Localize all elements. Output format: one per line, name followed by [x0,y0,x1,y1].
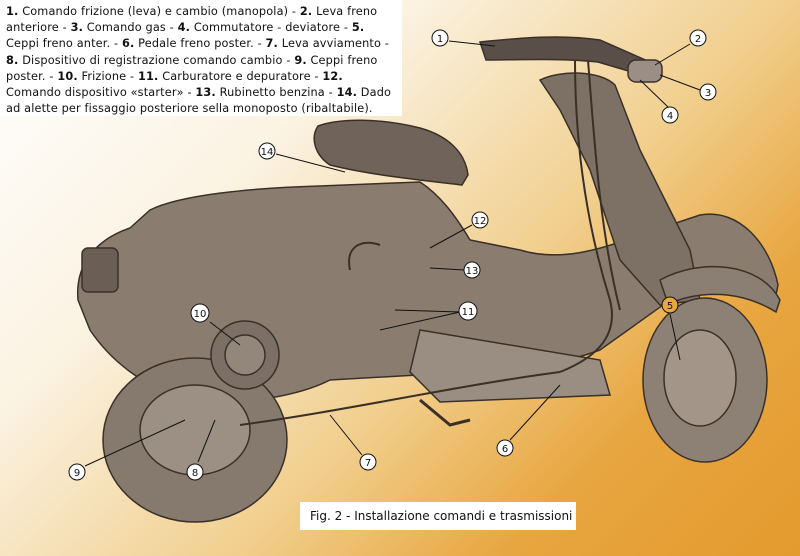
legend-item: 4. Commutatore - deviatore - [178,21,352,34]
legend-item-number: 5. [351,21,365,35]
legend-item-number: 7. [265,37,278,51]
scooter-illustration [76,36,781,523]
legend-item-number: 4. [177,21,191,35]
callout-9-label: 9 [74,468,80,479]
legend-item-text: Carburatore e depuratore - [158,69,323,83]
legend-item-text: Rubinetto benzina - [215,86,337,100]
callout-11: 11 [379,301,478,331]
callout-12: 12 [429,211,489,249]
callout-12-label: 12 [474,216,487,227]
callout-7-label: 7 [365,458,371,469]
legend-item-number: 6. [121,37,135,51]
legend-item-number: 10. [57,69,78,83]
callout-2-label: 2 [695,34,701,45]
legend-item-text: Frizione - [77,69,138,83]
legend-item-text: Dispositivo di registrazione comando cam… [18,53,295,67]
callout-5: 5 [661,296,681,361]
callout-8: 8 [186,419,216,481]
legend-item: 9. Ceppi freno poster. - [6,54,377,83]
legend-item-number: 14. [336,86,358,100]
legend-item: 12. Comando dispositivo «starter» - [6,70,343,99]
legend-item-text: Leva avviamento - [278,37,390,51]
legend-item-number: 8. [6,53,19,67]
callout-1-label: 1 [437,34,443,45]
callout-4: 4 [639,79,679,124]
callout-10-label: 10 [194,309,207,320]
callout-14-label: 14 [261,147,274,158]
legend-item-text: Dado ad alette per fissaggio posteriore … [6,86,392,116]
legend-item-text: Comando gas - [83,21,178,35]
legend-item: 14. Dado ad alette per fissaggio posteri… [6,86,391,115]
callout-3-label: 3 [705,88,711,99]
legend-item-text: Leva freno anteriore - [6,5,378,35]
legend-item-text: Ceppi freno poster. - [6,53,378,83]
callout-2: 2 [654,29,707,66]
legend-item: 11. Carburatore e depuratore - [138,70,322,83]
legend-item: 6. Pedale freno poster. - [122,37,266,50]
legend-item-number: 3. [70,21,84,35]
legend-item-text: Pedale freno poster. - [134,37,266,51]
callout-6-label: 6 [502,444,508,455]
callout-7: 7 [329,414,377,471]
legend-box: 1. Comando frizione (leva) e cambio (man… [0,0,402,116]
callout-1: 1 [431,29,496,47]
legend-item: 8. Dispositivo di registrazione comando … [6,54,294,67]
legend-item: 13. Rubinetto benzina - [195,86,336,99]
legend-item-text: Comando dispositivo «starter» - [6,86,196,100]
callout-9: 9 [68,419,186,481]
legend-item-text: Comando frizione (leva) e cambio (manopo… [18,5,300,18]
legend-item-number: 9. [294,53,307,67]
figure-caption: Fig. 2 - Installazione comandi e trasmis… [300,502,576,530]
callout-13-label: 13 [466,266,479,277]
legend-item-text: Ceppi freno anter. - [6,37,122,51]
legend-item: 3. Comando gas - [71,21,178,34]
callout-13: 13 [429,261,481,279]
callout-11-label: 11 [462,307,475,318]
legend-item: 7. Leva avviamento - [266,37,389,50]
legend-item: 2. Leva freno anteriore - [6,5,377,34]
callout-6: 6 [496,384,561,457]
legend-item: 10. Frizione - [57,70,138,83]
legend-item-number: 12. [322,69,343,83]
callout-10: 10 [190,303,241,346]
callout-8-label: 8 [192,468,198,479]
callout-3: 3 [659,74,717,101]
legend-item-number: 2. [299,5,313,18]
legend-item-number: 13. [195,86,216,100]
legend-item-number: 1. [6,5,19,18]
callout-4-label: 4 [667,111,673,122]
legend-item-text: Commutatore - deviatore - [190,21,352,35]
legend-item: 5. Ceppi freno anter. - [6,21,364,50]
legend-item: 1. Comando frizione (leva) e cambio (man… [6,5,300,18]
callout-layer: 1 2 3 4 5 6 7 [68,29,717,481]
callout-5-label: 5 [667,301,673,312]
callout-14: 14 [258,142,346,173]
legend-item-number: 11. [137,69,159,83]
